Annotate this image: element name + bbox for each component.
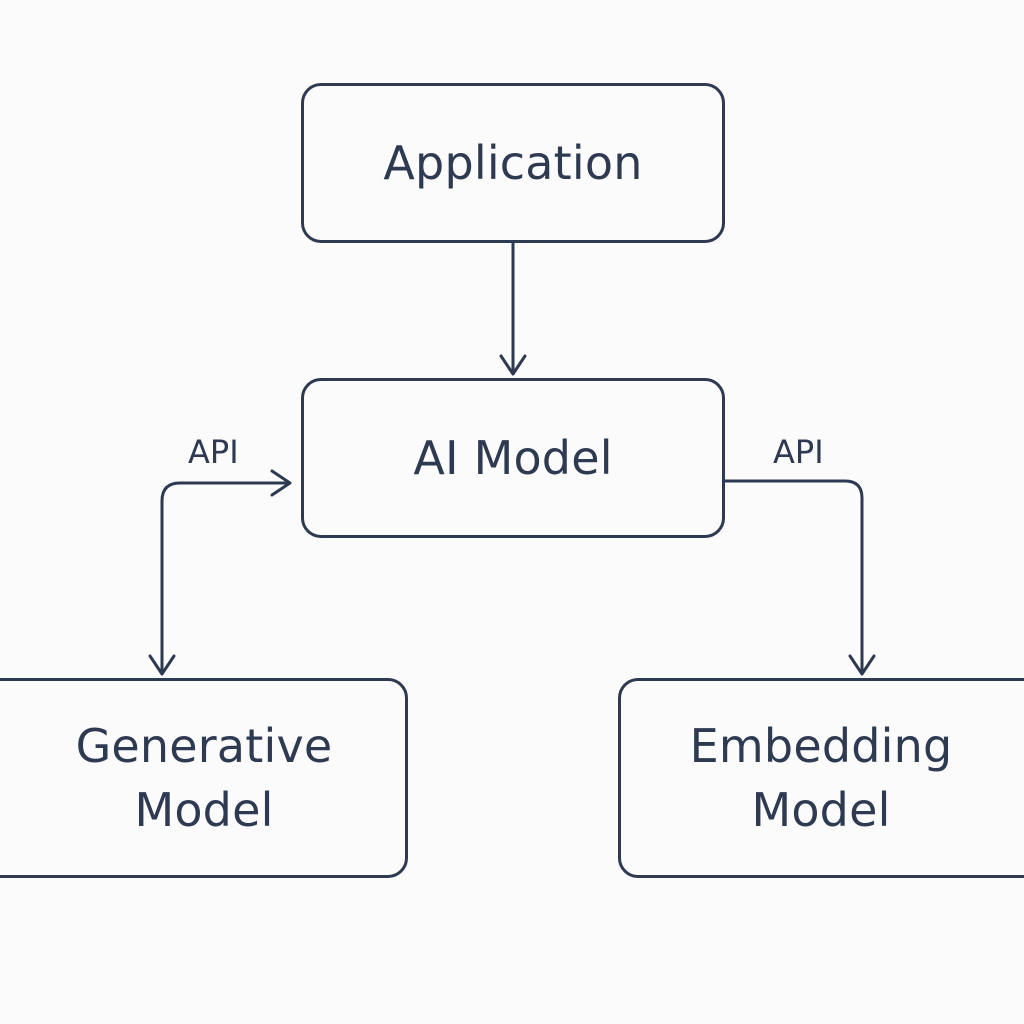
arrowhead-down-icon	[148, 654, 176, 676]
edge-ai-model-to-generative-model	[148, 469, 292, 676]
node-embedding-model: Embedding Model	[618, 678, 1024, 878]
node-embedding-model-label: Embedding Model	[689, 718, 953, 837]
arrowhead-down-icon	[499, 354, 527, 376]
arrowhead-right-icon	[270, 469, 292, 497]
edge-label-api-left: API	[188, 433, 239, 471]
node-generative-model: Generative Model	[0, 678, 408, 878]
node-ai-model: AI Model	[301, 378, 725, 538]
node-ai-model-label: AI Model	[413, 430, 613, 485]
edge-label-api-right: API	[773, 433, 824, 471]
edge-application-to-ai-model	[499, 243, 527, 376]
node-generative-model-label: Generative Model	[75, 718, 333, 837]
node-application: Application	[301, 83, 725, 243]
edge-ai-model-to-embedding-model	[725, 479, 876, 676]
arrowhead-down-icon	[848, 654, 876, 676]
node-application-label: Application	[383, 135, 643, 190]
